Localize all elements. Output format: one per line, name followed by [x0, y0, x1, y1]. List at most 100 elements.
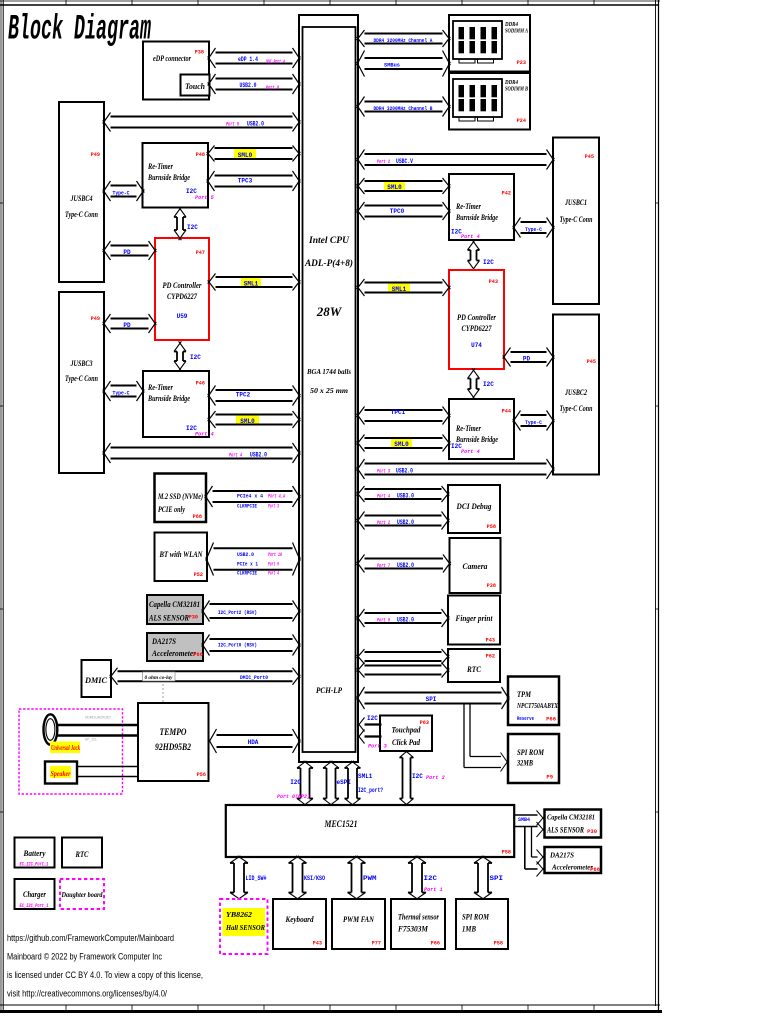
svg-text:P43: P43 [313, 941, 322, 947]
svg-text:USB2.0: USB2.0 [237, 551, 254, 558]
svg-text:I2C_Port2 (RSV): I2C_Port2 (RSV) [218, 609, 257, 616]
svg-text:Finger print: Finger print [455, 613, 493, 623]
svg-text:Charger: Charger [23, 890, 47, 899]
svg-text:SML0: SML0 [240, 418, 255, 425]
svg-text:Type-C Conn: Type-C Conn [65, 374, 98, 383]
svg-text:Touch: Touch [185, 81, 205, 91]
svg-text:TEMPO: TEMPO [160, 727, 187, 737]
svg-text:Capella CM32181: Capella CM32181 [149, 600, 200, 609]
svg-text:Accelerometer: Accelerometer [151, 649, 197, 658]
svg-text:EC_I2C_Port_1: EC_I2C_Port_1 [20, 903, 49, 909]
svg-text:SMB4: SMB4 [518, 817, 530, 823]
svg-text:Camera: Camera [463, 561, 489, 571]
svg-text:Port 1: Port 1 [424, 887, 443, 893]
svg-text:HDA: HDA [248, 739, 259, 746]
svg-text:USBC.V: USBC.V [396, 158, 413, 165]
svg-text:CYPD6227: CYPD6227 [167, 292, 198, 301]
svg-text:I2C: I2C [451, 443, 462, 450]
svg-text:P66: P66 [590, 866, 600, 873]
svg-text:Re-Timer: Re-Timer [455, 424, 482, 433]
svg-text:HP_JCL: HP_JCL [85, 737, 98, 742]
svg-text:Port 4: Port 4 [461, 234, 480, 240]
svg-text:Burnside Bridge: Burnside Bridge [455, 213, 498, 222]
svg-text:P38: P38 [487, 583, 496, 589]
svg-text:Burnside Bridge: Burnside Bridge [147, 173, 190, 182]
svg-text:Port 4: Port 4 [268, 571, 279, 577]
svg-text:DDR4 3200MHz Channel A: DDR4 3200MHz Channel A [374, 37, 434, 44]
svg-text:I2C: I2C [367, 715, 378, 722]
svg-text:DDR4: DDR4 [504, 79, 518, 86]
svg-text:PD: PD [123, 322, 131, 329]
svg-text:I2C: I2C [190, 354, 201, 361]
svg-text:Port 4: Port 4 [377, 494, 390, 500]
svg-text:eDP connector: eDP connector [153, 53, 192, 63]
svg-text:USB2.0: USB2.0 [397, 519, 414, 526]
svg-text:PCH-LP: PCH-LP [316, 685, 343, 695]
svg-text:Re-Timer: Re-Timer [147, 383, 174, 392]
svg-text:YB8262: YB8262 [226, 910, 252, 919]
svg-text:I2C: I2C [187, 224, 198, 231]
svg-text:P24: P24 [517, 118, 526, 124]
svg-text:DA217S: DA217S [549, 851, 574, 860]
svg-text:P44: P44 [502, 409, 511, 415]
svg-text:Touchpad: Touchpad [392, 726, 422, 735]
svg-text:Capella CM32181: Capella CM32181 [547, 813, 595, 822]
svg-text:SML0: SML0 [387, 184, 402, 191]
svg-text:eSPI: eSPI [337, 779, 352, 786]
svg-text:PWM FAN: PWM FAN [343, 915, 375, 924]
svg-text:CLKRPCIE: CLKRPCIE [237, 570, 258, 577]
svg-text:Port 4: Port 4 [461, 449, 480, 455]
svg-text:P58: P58 [487, 524, 496, 530]
svg-text:Port 5: Port 5 [195, 195, 215, 201]
svg-text:RTC: RTC [75, 850, 89, 859]
svg-text:M.2 SSD (NVMe): M.2 SSD (NVMe) [157, 492, 203, 501]
svg-text:Speaker: Speaker [51, 770, 71, 778]
svg-text:SML1: SML1 [358, 773, 373, 780]
svg-text:P47: P47 [196, 250, 205, 256]
svg-text:32MB: 32MB [516, 759, 533, 768]
svg-text:Port 2: Port 2 [377, 520, 390, 526]
svg-text:PCIE only: PCIE only [158, 505, 185, 514]
svg-text:I2C: I2C [290, 779, 301, 786]
svg-text:Re-Timer: Re-Timer [147, 162, 174, 171]
svg-text:MEC1521: MEC1521 [324, 819, 358, 829]
svg-text:USB2.0: USB2.0 [396, 468, 413, 475]
svg-text:P66: P66 [431, 941, 440, 947]
svg-text:CLKRPCIE: CLKRPCIE [237, 503, 258, 510]
svg-text:Keyboard: Keyboard [285, 915, 315, 924]
svg-text:I2C_Port0 (RSV): I2C_Port0 (RSV) [218, 642, 257, 649]
svg-text:P9: P9 [546, 774, 553, 781]
svg-text:BT with WLAN: BT with WLAN [159, 549, 203, 559]
svg-text:ALS SENSOR: ALS SENSOR [148, 613, 189, 623]
svg-text:I2C: I2C [412, 773, 423, 780]
svg-text:Reserve: Reserve [517, 715, 535, 722]
svg-text:P48: P48 [196, 152, 205, 158]
svg-text:0 ohm co-lay: 0 ohm co-lay [145, 676, 174, 681]
svg-text:DMIC: DMIC [84, 675, 107, 685]
svg-text:92HD95B2: 92HD95B2 [155, 742, 191, 752]
svg-text:P43: P43 [489, 279, 498, 285]
svg-text:Type-C Conn: Type-C Conn [560, 215, 593, 224]
svg-text:SODIMM A: SODIMM A [505, 28, 528, 35]
svg-text:Accelerometer: Accelerometer [551, 863, 593, 872]
svg-text:Port 3: Port 3 [368, 744, 387, 750]
svg-text:Daughter board: Daughter board [61, 891, 103, 899]
svg-text:Port 7: Port 7 [377, 563, 391, 569]
svg-text:P68: P68 [193, 514, 202, 520]
svg-text:TPC2: TPC2 [236, 392, 251, 399]
svg-text:Intel CPU: Intel CPU [308, 235, 350, 245]
svg-text:USB2.0: USB2.0 [397, 617, 414, 624]
svg-text:HDMI1/JACKDET: HDMI1/JACKDET [85, 715, 111, 720]
svg-text:SODIMM B: SODIMM B [505, 86, 528, 93]
svg-text:SPI ROM: SPI ROM [517, 748, 545, 757]
svg-text:ADL-P(4+8): ADL-P(4+8) [304, 258, 353, 268]
svg-text:I2C: I2C [483, 259, 494, 266]
svg-text:TPC3: TPC3 [238, 178, 253, 185]
svg-text:Type-C: Type-C [525, 419, 543, 426]
svg-text:USB3.0: USB3.0 [397, 493, 414, 500]
svg-text:Port 4: Port 4 [195, 432, 214, 438]
svg-text:NPCT750AABYX: NPCT750AABYX [516, 702, 558, 710]
svg-text:F75303M: F75303M [397, 925, 429, 934]
svg-text:P45: P45 [587, 359, 596, 365]
svg-text:EC_I2C_Port_1: EC_I2C_Port_1 [20, 862, 49, 868]
